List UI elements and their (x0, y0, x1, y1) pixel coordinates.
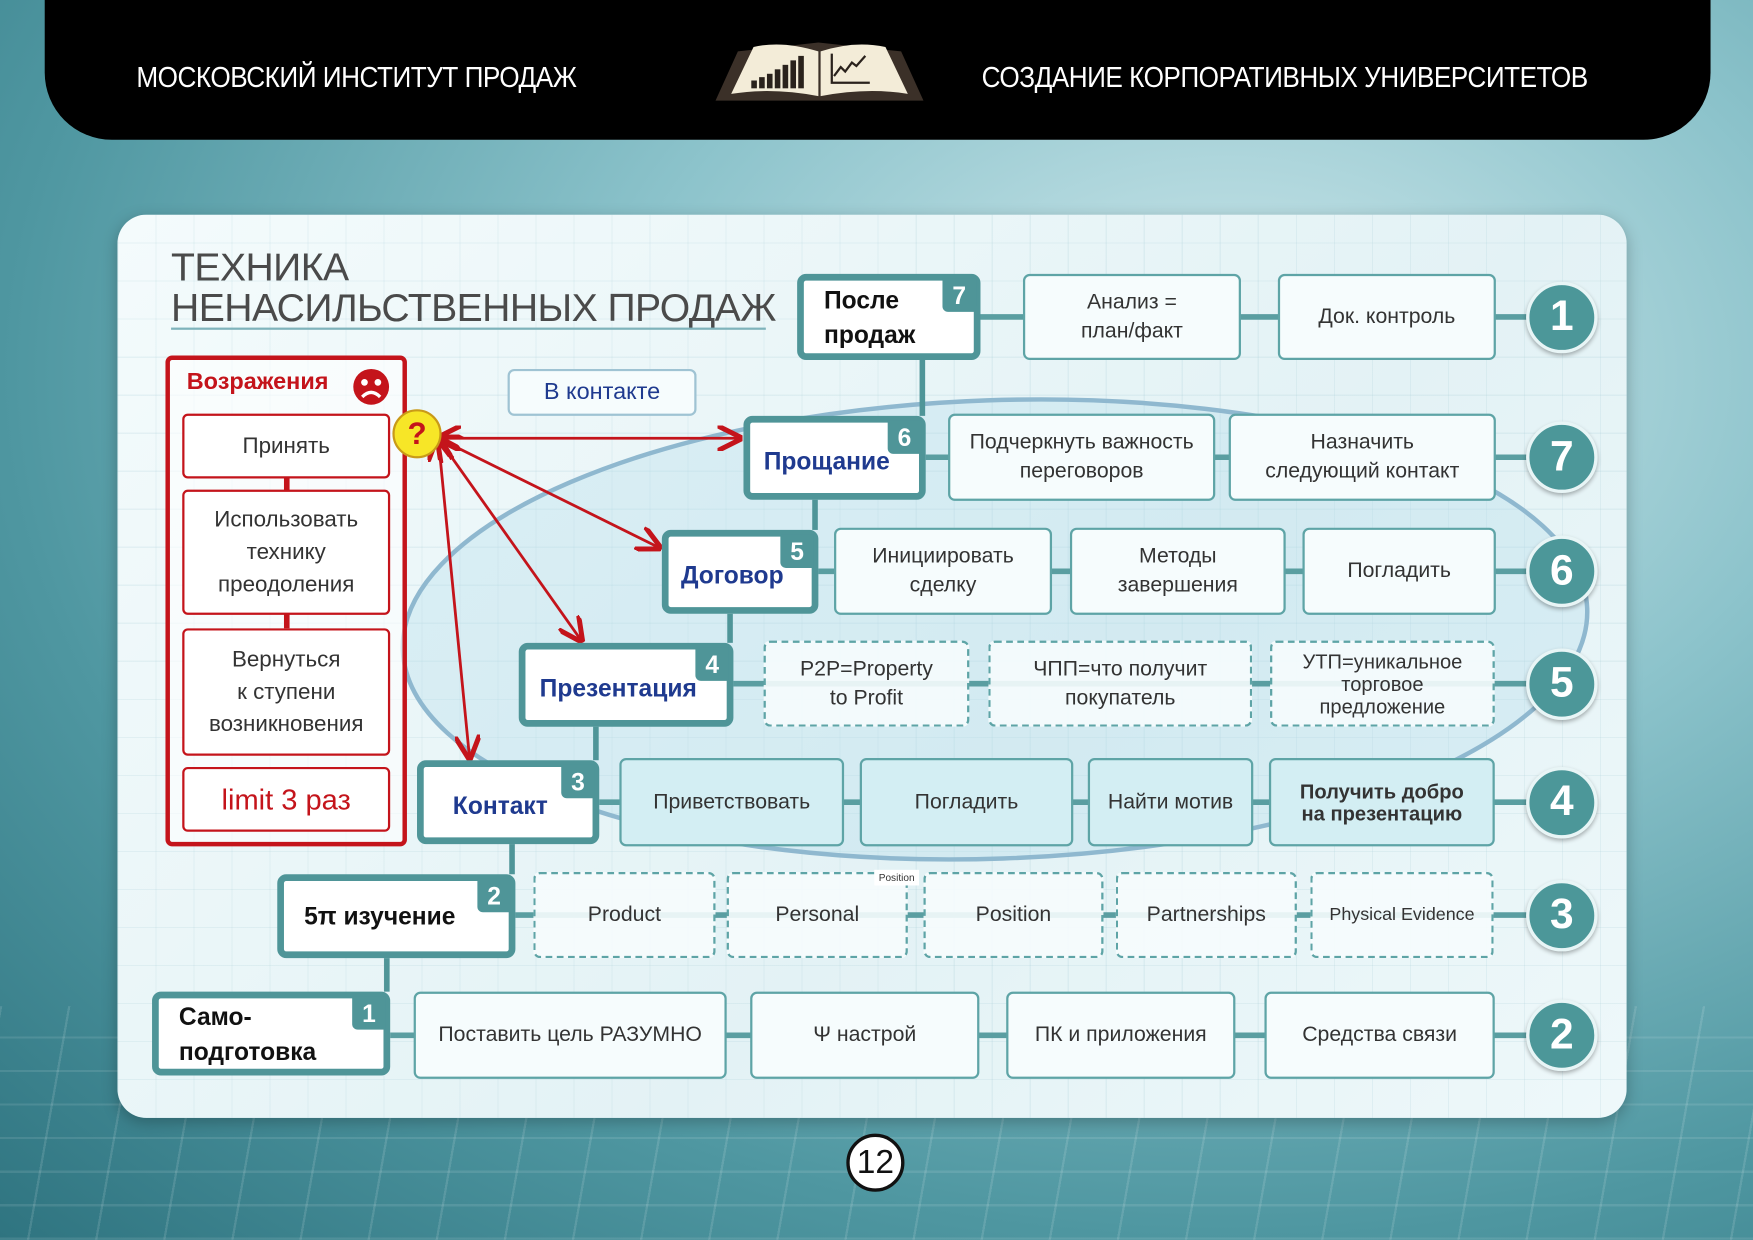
objection-arrow-3 (438, 438, 469, 758)
step-6-item: Назначить следующий контакт (1228, 413, 1496, 501)
step-box-1: Само- подготовка 1 (152, 991, 391, 1076)
in-contact-label: В контакте (507, 368, 697, 416)
step-3-item: Погладить (859, 758, 1074, 847)
step-number-badge: 3 (561, 764, 595, 799)
step-number-badge: 1 (352, 996, 386, 1030)
title-line-1: ТЕХНИКА (171, 245, 349, 290)
step-4-item: УТП=уникальное торговое предложение (1270, 640, 1495, 727)
step-6-item: Подчеркнуть важность переговоров (948, 413, 1216, 501)
page-number: 12 (846, 1133, 905, 1192)
step-1-item: Ψ настрой (750, 991, 980, 1079)
step-1-item: Поставить цель РАЗУМНО (413, 991, 727, 1079)
objection-limit: limit 3 раз (182, 766, 391, 832)
step-3-item: Найти мотив (1087, 758, 1254, 847)
step-3-item: Получить добро на презентацию (1268, 758, 1495, 847)
step-5-item: Погладить (1302, 527, 1496, 615)
step-box-2: 5π изучение 2 (277, 874, 516, 959)
step-7-item: Док. контроль (1277, 273, 1496, 360)
step-2-item: Position (923, 872, 1104, 959)
step-label: Презентация (539, 674, 697, 703)
objection-use-technique: Использовать технику преодоления (182, 489, 391, 615)
step-number-badge: 2 (477, 878, 511, 913)
step-1-item: Средства связи (1264, 991, 1495, 1079)
row-number-circle: 3 (1526, 879, 1598, 951)
step-number-badge: 4 (695, 647, 729, 681)
step-5-item: Методы завершения (1069, 527, 1286, 615)
step-label: 5π изучение (304, 902, 456, 931)
step-number-badge: 6 (887, 420, 922, 454)
header-left-title: МОСКОВСКИЙ ИНСТИТУТ ПРОДАЖ (136, 60, 577, 94)
step-number-badge: 5 (780, 534, 814, 568)
row-number-circle: 2 (1526, 999, 1598, 1072)
diagram-title: ТЕХНИКА НЕНАСИЛЬСТВЕННЫХ ПРОДАЖ (171, 248, 776, 328)
position-tag: Position (874, 869, 920, 886)
step-label: Договор (680, 561, 784, 590)
step-2-item: Product (533, 872, 716, 959)
row-number-circle: 5 (1526, 647, 1598, 720)
objection-return-to-step: Вернуться к ступени возникновения (182, 628, 391, 756)
question-mark-icon: ? (392, 409, 442, 459)
step-2-item: Physical Evidence (1310, 872, 1494, 959)
title-underline (171, 327, 766, 330)
sad-face-icon (353, 368, 390, 405)
step-4-item: P2P=Property to Profit (763, 640, 970, 727)
step-label: После продаж (823, 285, 916, 349)
step-box-3: Контакт 3 (417, 760, 600, 845)
objections-title: Возражения (186, 368, 329, 395)
step-label: Контакт (452, 791, 548, 820)
open-book-chart-logo (715, 42, 924, 101)
step-7-item: Анализ = план/факт (1022, 273, 1241, 360)
step-label: Прощание (763, 447, 890, 476)
row-number-circle: 1 (1526, 281, 1598, 353)
row-number-circle: 6 (1526, 535, 1598, 608)
header-right-title: СОЗДАНИЕ КОРПОРАТИВНЫХ УНИВЕРСИТЕТОВ (981, 60, 1589, 94)
title-line-2: НЕНАСИЛЬСТВЕННЫХ ПРОДАЖ (171, 286, 776, 330)
row-number-circle: 4 (1526, 766, 1598, 838)
step-5-item: Инициировать сделку (834, 527, 1053, 615)
step-1-item: ПК и приложения (1006, 991, 1236, 1079)
step-3-item: Приветствовать (619, 758, 845, 847)
row-number-circle: 7 (1526, 421, 1598, 494)
step-box-7: После продаж 7 (797, 273, 981, 360)
step-number-badge: 7 (942, 278, 977, 312)
step-4-item: ЧПП=что получит покупатель (988, 640, 1253, 727)
step-2-item: Partnerships (1115, 872, 1297, 959)
step-label: Само- подготовка (178, 1002, 317, 1065)
objection-accept: Принять (182, 413, 391, 479)
step-2-item: Personal (726, 872, 908, 959)
